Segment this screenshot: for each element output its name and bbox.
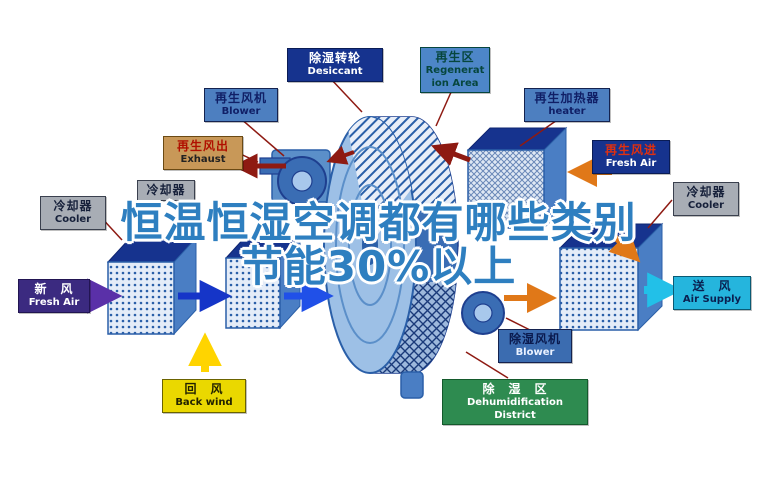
exhaust-label-zh: 再生风出	[176, 139, 229, 153]
cooler-right-label-zh: 冷却器	[686, 185, 726, 199]
dehum-district-label-zh: 除 湿 区	[482, 382, 548, 396]
regeneration-area-label: 再生区 Regeneration Area	[420, 47, 490, 93]
regen-fresh-air-label-zh: 再生风进	[604, 143, 657, 157]
desiccant-label: 除湿转轮 Desiccant	[287, 48, 383, 82]
regen-blower-label-zh: 再生风机	[214, 91, 267, 105]
dehum-blower-label-en: Blower	[515, 347, 555, 358]
regen-fresh-air-label: 再生风进 Fresh Air	[592, 140, 670, 174]
back-wind-label-zh: 回 风	[184, 382, 224, 396]
regen-fresh-air-label-en: Fresh Air	[605, 158, 657, 169]
heater-unit	[466, 126, 568, 230]
fresh-air-label-en: Fresh Air	[28, 297, 80, 308]
precool-unit	[224, 234, 302, 330]
cooler-left-label-zh: 冷却器	[53, 199, 93, 213]
supply-unit	[558, 222, 664, 332]
regen-heater-label: 再生加热器 heater	[524, 88, 610, 122]
fresh-air-label-zh: 新 风	[34, 282, 74, 296]
dehum-district-label: 除 湿 区 Dehumidification District	[442, 379, 588, 425]
exhaust-label: 再生风出 Exhaust	[163, 136, 243, 170]
cooler-right-label-en: Cooler	[687, 200, 725, 211]
air-supply-label-zh: 送 风	[692, 279, 732, 293]
back-wind-label-en: Back wind	[175, 397, 233, 408]
wheel-foot	[400, 371, 424, 399]
process-airflow-arrows	[84, 272, 683, 372]
dehum-fan	[461, 291, 505, 335]
regen-blower-label: 再生风机 Blower	[204, 88, 278, 122]
air-supply-label-en: Air Supply	[682, 294, 742, 305]
regen-fan	[259, 149, 331, 206]
regeneration-area-label-zh: 再生区	[435, 50, 475, 64]
regen-heater-label-en: heater	[548, 106, 586, 117]
regen-blower-label-en: Blower	[221, 106, 261, 117]
dehum-district-label-en: Dehumidification District	[466, 397, 564, 421]
dehum-blower-label-zh: 除湿风机	[508, 332, 561, 346]
fresh-air-label: 新 风 Fresh Air	[18, 279, 90, 313]
back-wind-label: 回 风 Back wind	[162, 379, 246, 413]
desiccant-label-en: Desiccant	[307, 66, 363, 77]
cooler-small-label-zh: 冷却器	[146, 183, 186, 197]
cooler-small-label: 冷却器	[137, 180, 195, 201]
dehum-blower-label: 除湿风机 Blower	[498, 329, 572, 363]
cooler-left-label: 冷却器 Cooler	[40, 196, 106, 230]
regen-heater-label-zh: 再生加热器	[534, 91, 600, 105]
exhaust-label-en: Exhaust	[180, 154, 226, 165]
air-supply-label: 送 风 Air Supply	[673, 276, 751, 310]
cooler-left-label-en: Cooler	[54, 214, 92, 225]
regeneration-area-label-en: Regeneration Area	[425, 65, 485, 89]
cooler-right-label: 冷却器 Cooler	[673, 182, 739, 216]
fresh-air-unit	[106, 236, 198, 336]
desiccant-label-zh: 除湿转轮	[308, 51, 361, 65]
